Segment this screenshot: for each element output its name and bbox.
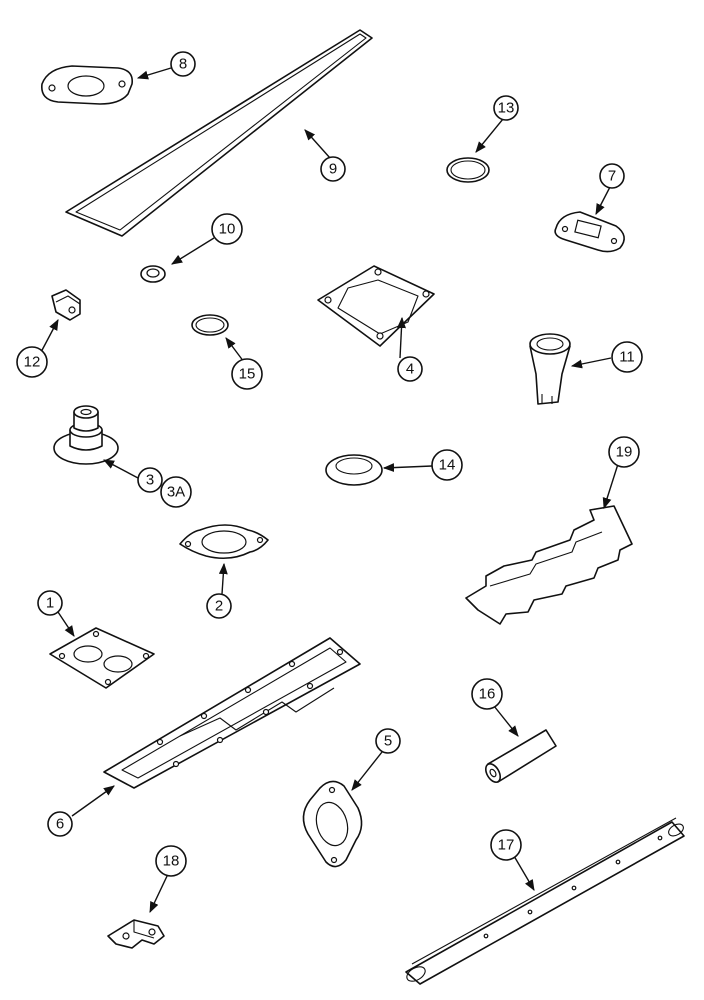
- part-4-square-gasket: [317, 265, 435, 347]
- callout-17-label: 17: [498, 837, 515, 854]
- part-11-sleeve: [529, 333, 571, 405]
- part-17-long-strip: [405, 817, 685, 985]
- callout-9-label: 9: [329, 161, 337, 178]
- callout-13: 13: [475, 95, 519, 153]
- callout-7: 7: [595, 163, 625, 215]
- part-12-clip: [51, 289, 81, 321]
- callout-3a: 3A: [160, 476, 192, 508]
- part-10-small-seal: [140, 265, 166, 283]
- part-15-o-ring: [191, 314, 229, 336]
- part-13-o-ring: [446, 157, 490, 183]
- callout-5-label: 5: [384, 733, 392, 750]
- part-19-heat-shield: [465, 505, 633, 625]
- callout-18: 18: [149, 845, 187, 914]
- part-9-long-gasket: [65, 29, 373, 237]
- callout-18-label: 18: [163, 853, 180, 870]
- callout-5: 5: [351, 728, 401, 791]
- part-16-dowel-tube: [484, 729, 557, 783]
- callout-16-label: 16: [479, 686, 496, 703]
- callout-10-label: 10: [219, 221, 236, 238]
- callout-12-label: 12: [24, 354, 41, 371]
- callout-3a-label: 3A: [167, 484, 185, 501]
- callout-19: 19: [602, 436, 640, 510]
- callout-13-label: 13: [498, 100, 515, 117]
- part-18-bracket-clip: [107, 919, 165, 949]
- callout-2: 2: [206, 562, 232, 619]
- callout-4: 4: [397, 316, 423, 382]
- callout-8-label: 8: [179, 56, 187, 73]
- callout-15: 15: [225, 337, 263, 390]
- part-8-flange-gasket: [41, 65, 134, 105]
- part-6-manifold-gasket: [103, 637, 361, 789]
- callout-11-label: 11: [619, 349, 635, 366]
- callout-3: 3: [103, 459, 163, 493]
- callout-14-label: 14: [439, 457, 456, 474]
- callout-1: 1: [37, 590, 75, 637]
- callout-6: 6: [47, 785, 115, 837]
- callout-14: 14: [382, 449, 463, 481]
- callout-15-label: 15: [239, 366, 256, 383]
- callout-16: 16: [471, 678, 519, 737]
- part-2-thermostat-gasket: [179, 524, 269, 560]
- callout-9: 9: [304, 129, 346, 182]
- callout-1-label: 1: [46, 595, 54, 612]
- callout-6-label: 6: [56, 816, 64, 833]
- callout-11: 11: [570, 341, 643, 373]
- callout-4-label: 4: [406, 361, 414, 378]
- callout-2-label: 2: [215, 598, 223, 615]
- callout-17: 17: [490, 829, 535, 891]
- part-1-two-hole-gasket: [49, 627, 155, 689]
- callout-10: 10: [171, 213, 243, 265]
- part-14-seal-ring: [325, 454, 383, 486]
- part-5-oval-gasket: [302, 780, 363, 868]
- part-3-plug: [53, 405, 119, 465]
- callout-12: 12: [16, 319, 59, 378]
- part-7-small-flange-gasket: [554, 211, 625, 253]
- callout-7-label: 7: [608, 168, 616, 185]
- callout-8: 8: [136, 51, 196, 80]
- callout-19-label: 19: [616, 444, 633, 461]
- callout-3-label: 3: [146, 472, 154, 489]
